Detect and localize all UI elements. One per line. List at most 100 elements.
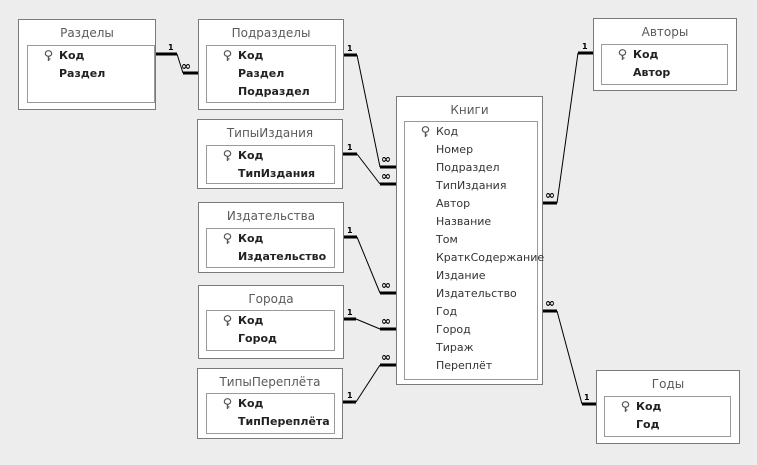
field-row[interactable]: Подраздел — [405, 160, 537, 178]
field-row[interactable]: Раздел — [207, 66, 335, 84]
relationship-line[interactable]: 1∞ — [343, 143, 396, 186]
relationship-line[interactable]: 1∞ — [343, 308, 396, 331]
field-row[interactable]: ТипИздания — [405, 178, 537, 196]
field-row[interactable]: Номер — [405, 142, 537, 160]
relationship-line[interactable]: 1∞ — [155, 43, 198, 75]
field-name: ТипИздания — [436, 179, 507, 192]
table-title[interactable]: Авторы — [641, 25, 689, 39]
cardinality-one: 1 — [347, 44, 353, 53]
field-row[interactable]: Издание — [405, 268, 537, 286]
join-line — [355, 318, 381, 330]
key-icon — [223, 315, 232, 330]
field-row[interactable]: Город — [207, 331, 334, 349]
field-name: Код — [238, 149, 264, 162]
table-title[interactable]: Книги — [450, 103, 489, 117]
field-name: Том — [436, 233, 458, 246]
cardinality-one: 1 — [582, 42, 588, 51]
key-icon — [223, 398, 232, 413]
cardinality-many: ∞ — [381, 152, 391, 166]
cardinality-one: 1 — [347, 308, 353, 317]
field-row[interactable]: Код — [207, 148, 334, 166]
field-row[interactable]: Издательство — [207, 249, 334, 267]
join-line — [556, 310, 583, 405]
relationship-line[interactable]: 1∞ — [542, 296, 596, 406]
field-row[interactable]: Код — [207, 48, 335, 66]
field-row[interactable]: Год — [405, 304, 537, 322]
key-icon — [621, 401, 630, 416]
field-row[interactable]: Тираж — [405, 340, 537, 358]
field-name: Код — [238, 314, 264, 327]
field-row[interactable]: Код — [207, 396, 334, 414]
key-icon — [618, 49, 627, 64]
field-name: Автор — [633, 66, 671, 79]
field-row[interactable]: Подраздел — [207, 84, 335, 102]
relationship-line[interactable]: 1∞ — [542, 42, 593, 205]
field-row[interactable]: Том — [405, 232, 537, 250]
field-name: ТипПереплёта — [238, 415, 330, 428]
field-row[interactable]: ТипИздания — [207, 166, 334, 184]
field-name: Тираж — [436, 341, 474, 354]
join-line — [356, 54, 381, 168]
key-icon — [44, 50, 53, 65]
relationship-line[interactable]: 1∞ — [343, 226, 396, 295]
field-name: Город — [238, 332, 277, 345]
field-row[interactable]: Издательство — [405, 286, 537, 304]
cardinality-many: ∞ — [545, 188, 555, 202]
field-name: Код — [636, 400, 662, 413]
join-line — [176, 53, 184, 74]
field-name: Автор — [436, 197, 471, 210]
field-row[interactable]: Код — [207, 231, 334, 249]
field-name: Подраздел — [436, 161, 500, 174]
field-row[interactable]: КраткСодержание — [405, 250, 544, 268]
table-title[interactable]: ТипыИздания — [226, 126, 314, 140]
table-title[interactable]: Подразделы — [231, 26, 311, 40]
field-name: Раздел — [238, 67, 285, 80]
field-row[interactable]: Автор — [405, 196, 537, 214]
table-title[interactable]: ТипыПереплёта — [219, 375, 321, 389]
key-icon — [223, 150, 232, 165]
field-row[interactable]: Код — [207, 313, 334, 331]
field-name: Раздел — [59, 67, 106, 80]
relationship-line[interactable]: 1∞ — [343, 350, 396, 404]
field-name: КраткСодержание — [436, 251, 545, 264]
cardinality-one: 1 — [347, 391, 353, 400]
table-title[interactable]: Годы — [651, 377, 685, 391]
cardinality-one: 1 — [347, 226, 353, 235]
field-name: Код — [59, 49, 85, 62]
table-title[interactable]: Города — [248, 292, 294, 306]
cardinality-many: ∞ — [381, 278, 391, 292]
field-row[interactable]: Раздел — [28, 66, 154, 84]
field-row[interactable]: Код — [605, 399, 730, 417]
field-name: Переплёт — [436, 359, 493, 372]
field-row[interactable]: ТипПереплёта — [207, 414, 334, 432]
field-name: Издательство — [436, 287, 517, 300]
field-row[interactable]: Код — [28, 48, 154, 66]
table-title[interactable]: Издательства — [226, 209, 316, 223]
field-row[interactable]: Переплёт — [405, 358, 537, 376]
field-row[interactable]: Город — [405, 322, 537, 340]
field-row[interactable]: Год — [605, 417, 730, 435]
field-row[interactable]: Код — [405, 124, 537, 142]
field-row[interactable]: Название — [405, 214, 537, 232]
join-line — [356, 153, 381, 185]
field-row[interactable]: Автор — [602, 65, 727, 83]
field-row[interactable]: Код — [602, 47, 727, 65]
table-title[interactable]: Разделы — [60, 26, 114, 40]
relationship-line[interactable]: 1∞ — [343, 44, 396, 169]
field-name: Код — [633, 48, 659, 61]
field-name: Город — [436, 323, 471, 336]
field-name: Издание — [436, 269, 486, 282]
field-name: Подраздел — [238, 85, 310, 98]
